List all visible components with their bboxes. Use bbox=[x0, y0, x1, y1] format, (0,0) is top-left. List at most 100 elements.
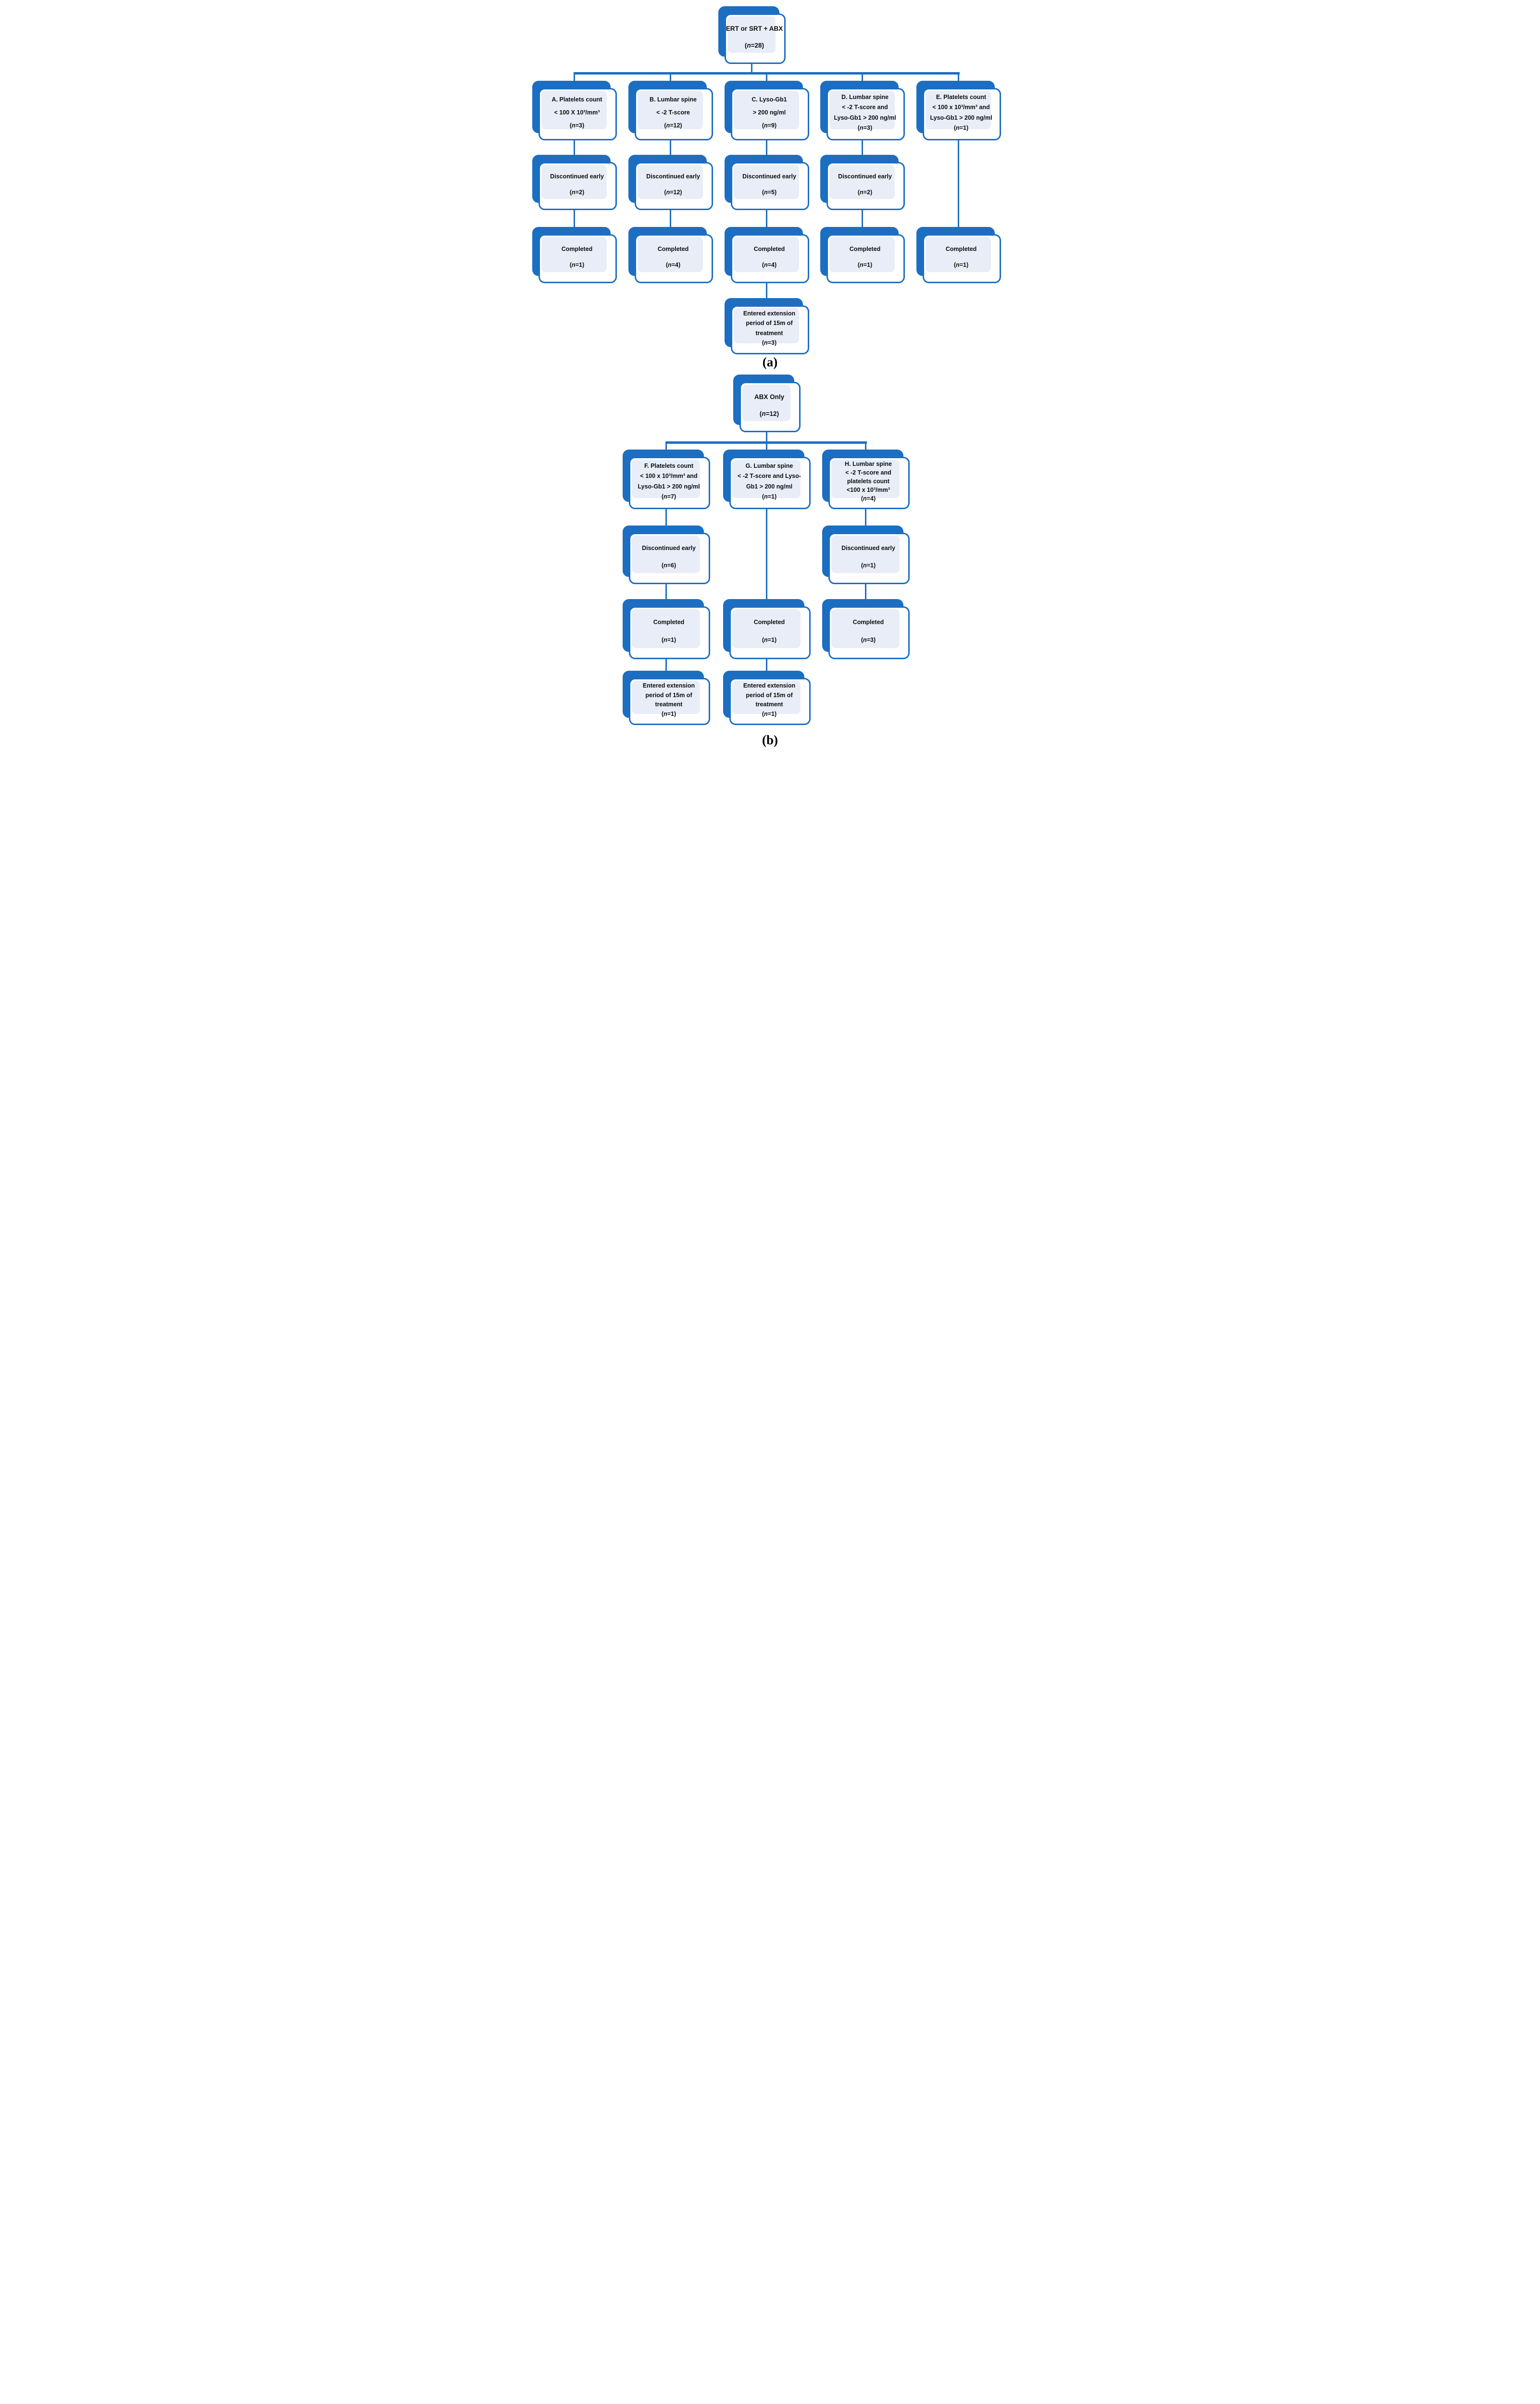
node-F-extension-line-2: treatment bbox=[655, 701, 683, 708]
node-F-branch-line-0: F. Platelets count bbox=[644, 462, 694, 469]
node-D-discontinued-count: (n=2) bbox=[858, 189, 872, 196]
node-E-completed-line-0: Completed bbox=[945, 245, 977, 252]
node-B-discontinued: Discontinued early(n=12) bbox=[628, 155, 713, 210]
panel-b: ABX Only(n=12)F. Platelets count< 100 x … bbox=[530, 0, 1011, 756]
paren-open: ( bbox=[953, 262, 956, 269]
node-E-branch-line-0: E. Platelets count bbox=[936, 93, 987, 100]
equals-sign: = bbox=[667, 636, 671, 643]
paren-close: ) bbox=[870, 262, 873, 269]
node-A-completed-line-0: Completed bbox=[561, 245, 593, 252]
node-A-branch-inner bbox=[541, 91, 607, 129]
node-H-branch-line-2: platelets count bbox=[847, 478, 890, 485]
node-G-completed: Completed (n=1) bbox=[723, 599, 811, 659]
node-C-completed-box: Completed(n=4) bbox=[730, 234, 809, 283]
node-B-discontinued-count: (n=12) bbox=[664, 189, 682, 196]
node-A-completed: Completed (n=1) bbox=[532, 227, 617, 283]
equals-sign: = bbox=[863, 262, 867, 269]
paren-close: ) bbox=[774, 710, 777, 717]
paren-open: ( bbox=[665, 262, 668, 269]
paren-close: ) bbox=[674, 493, 676, 501]
connector-line bbox=[670, 208, 671, 238]
equals-sign: = bbox=[959, 262, 963, 269]
paren-close: ) bbox=[774, 262, 777, 269]
n-symbol: n bbox=[863, 495, 867, 502]
node-C-extension-line-2: treatment bbox=[755, 329, 783, 337]
equals-sign: = bbox=[667, 493, 671, 501]
node-D-discontinued: Discontinued early(n=2) bbox=[820, 155, 905, 210]
n-symbol: n bbox=[956, 125, 960, 132]
paren-open: ( bbox=[569, 189, 572, 196]
paren-open: ( bbox=[759, 410, 762, 417]
connector-line bbox=[766, 138, 767, 165]
node-H-branch-count: (n=4) bbox=[861, 495, 876, 502]
node-B-branch-line-0: B. Lumbar spine bbox=[650, 96, 697, 103]
panel-b-label: (b) bbox=[762, 733, 778, 747]
node-F-branch-line-1: < 100 x 10³/mm³ and bbox=[640, 473, 698, 480]
equals-sign: = bbox=[767, 339, 771, 346]
node-G-completed-line-0: Completed bbox=[753, 619, 785, 626]
node-C-extension-line-0: Entered extension bbox=[743, 310, 796, 317]
node-D-discontinued-inner bbox=[829, 165, 895, 199]
node-C-discontinued-count: (n=5) bbox=[762, 189, 776, 196]
node-F-extension-line-1: period of 15m of bbox=[645, 691, 692, 699]
node-F-extension-count: (n=1) bbox=[662, 711, 676, 718]
equals-sign: = bbox=[751, 41, 755, 49]
node-B-discontinued-box: Discontinued early(n=12) bbox=[634, 162, 713, 210]
node-A-completed-count: (n=1) bbox=[570, 262, 584, 269]
node-B-completed-count: (n=4) bbox=[666, 262, 680, 269]
node-D-completed-box: Completed(n=1) bbox=[826, 234, 905, 283]
connector-line bbox=[958, 138, 959, 240]
n-symbol: n bbox=[863, 636, 867, 643]
n-value: 1 bbox=[771, 493, 775, 501]
n-value: 9 bbox=[771, 122, 775, 129]
paren-open: ( bbox=[762, 122, 764, 129]
n-value: 1 bbox=[870, 562, 874, 569]
connector-line bbox=[665, 657, 667, 681]
node-F-completed-box: Completed(n=1) bbox=[628, 606, 710, 659]
paren-close: ) bbox=[582, 262, 585, 269]
n-value: 3 bbox=[870, 636, 874, 643]
node-C-branch-line-0: C. Lyso-Gb1 bbox=[751, 96, 787, 103]
paren-open: ( bbox=[762, 339, 764, 346]
node-F-discontinued: Discontinued early(n=6) bbox=[622, 526, 710, 584]
node-B-branch-text: B. Lumbar spine< -2 T-score(n=12) bbox=[636, 89, 712, 139]
equals-sign: = bbox=[670, 122, 674, 129]
node-F-completed-text: Completed(n=1) bbox=[630, 608, 709, 658]
node-G-completed-count: (n=1) bbox=[762, 637, 776, 644]
paren-close: ) bbox=[774, 493, 777, 501]
n-value: 6 bbox=[671, 562, 674, 569]
node-F-discontinued-text: Discontinued early(n=6) bbox=[630, 534, 709, 583]
n-symbol: n bbox=[764, 636, 768, 643]
node-B-branch-inner bbox=[637, 91, 703, 129]
n-symbol: n bbox=[764, 262, 768, 269]
node-F-branch-count: (n=7) bbox=[662, 493, 676, 501]
equals-sign: = bbox=[767, 636, 771, 643]
n-symbol: n bbox=[764, 710, 768, 717]
connector-line bbox=[574, 138, 575, 165]
n-value: 2 bbox=[579, 189, 582, 196]
node-E-branch-inner bbox=[925, 91, 991, 129]
paren-open: ( bbox=[762, 636, 764, 643]
node-H-discontinued: Discontinued early(n=1) bbox=[822, 526, 910, 584]
node-C-extension-inner bbox=[733, 308, 799, 343]
node-E-branch-count: (n=1) bbox=[954, 125, 968, 132]
node-F-completed-inner bbox=[631, 609, 700, 648]
node-G-extension-line-0: Entered extension bbox=[743, 682, 796, 689]
node-F-branch-line-2: Lyso-Gb1 > 200 ng/ml bbox=[638, 483, 700, 490]
node-C-branch-inner bbox=[733, 91, 799, 129]
node-D-discontinued-box: Discontinued early(n=2) bbox=[826, 162, 905, 210]
node-F-completed-count: (n=1) bbox=[662, 637, 676, 644]
equals-sign: = bbox=[575, 189, 579, 196]
node-H-discontinued-count: (n=1) bbox=[861, 562, 876, 569]
paren-open: ( bbox=[661, 493, 664, 501]
node-C-extension-count: (n=3) bbox=[762, 339, 776, 347]
n-value: 12 bbox=[673, 189, 680, 196]
paren-close: ) bbox=[774, 636, 777, 643]
n-symbol: n bbox=[664, 636, 667, 643]
